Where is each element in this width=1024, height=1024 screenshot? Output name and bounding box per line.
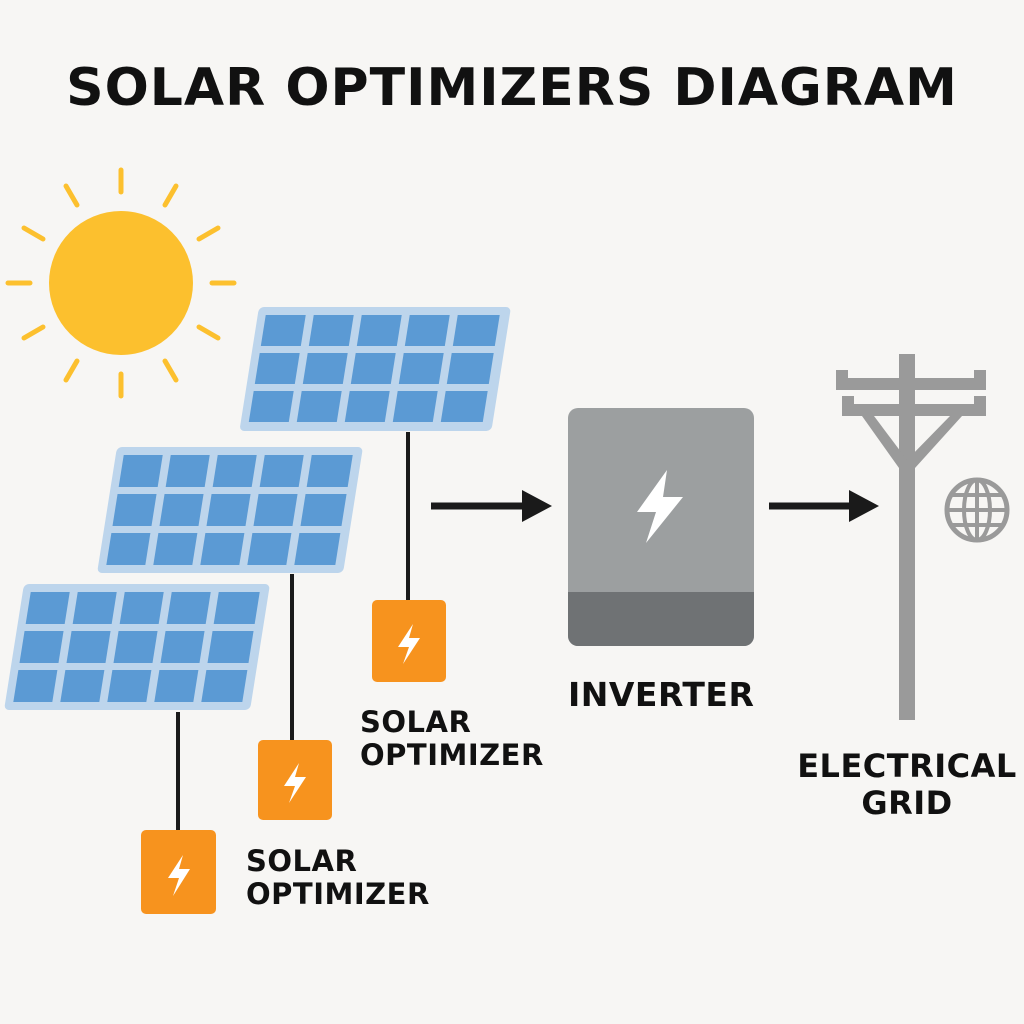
lightning-bolt-icon <box>168 855 190 896</box>
inverter-label: INVERTER <box>568 675 755 714</box>
optimizer-label-line-1: SOLAR <box>246 844 358 878</box>
grid-label-line-2: GRID <box>861 783 953 822</box>
diagram-title: SOLAR OPTIMIZERS DIAGRAM <box>66 58 958 118</box>
optimizer-box-3 <box>372 600 446 682</box>
optimizer-label-line-1: SOLAR <box>360 705 472 739</box>
lightning-bolt-icon <box>637 470 683 543</box>
wires <box>176 432 410 830</box>
solar-panel-icon <box>240 307 511 431</box>
sun-icon <box>5 167 237 399</box>
lightning-bolt-icon <box>284 763 306 803</box>
optimizer-label-top: SOLAR OPTIMIZER <box>360 705 544 773</box>
optimizer-box-1 <box>141 830 216 914</box>
lightning-bolt-icon <box>398 624 420 664</box>
optimizer-box-2 <box>258 740 332 820</box>
solar-panel-icon <box>4 584 270 710</box>
grid-label-line-1: ELECTRICAL <box>797 747 1017 785</box>
globe-icon <box>944 477 1010 543</box>
optimizer-label-line-2: OPTIMIZER <box>360 738 544 773</box>
inverter-icon <box>568 408 754 646</box>
optimizer-label-line-2: OPTIMIZER <box>246 877 430 912</box>
optimizer-label-bottom: SOLAR OPTIMIZER <box>246 844 430 912</box>
solar-panel-icon <box>97 447 363 573</box>
arrow-to-inverter <box>431 490 552 522</box>
arrow-to-grid <box>769 490 879 522</box>
power-pole-icon <box>836 354 986 720</box>
grid-label: ELECTRICAL GRID <box>790 748 1024 822</box>
